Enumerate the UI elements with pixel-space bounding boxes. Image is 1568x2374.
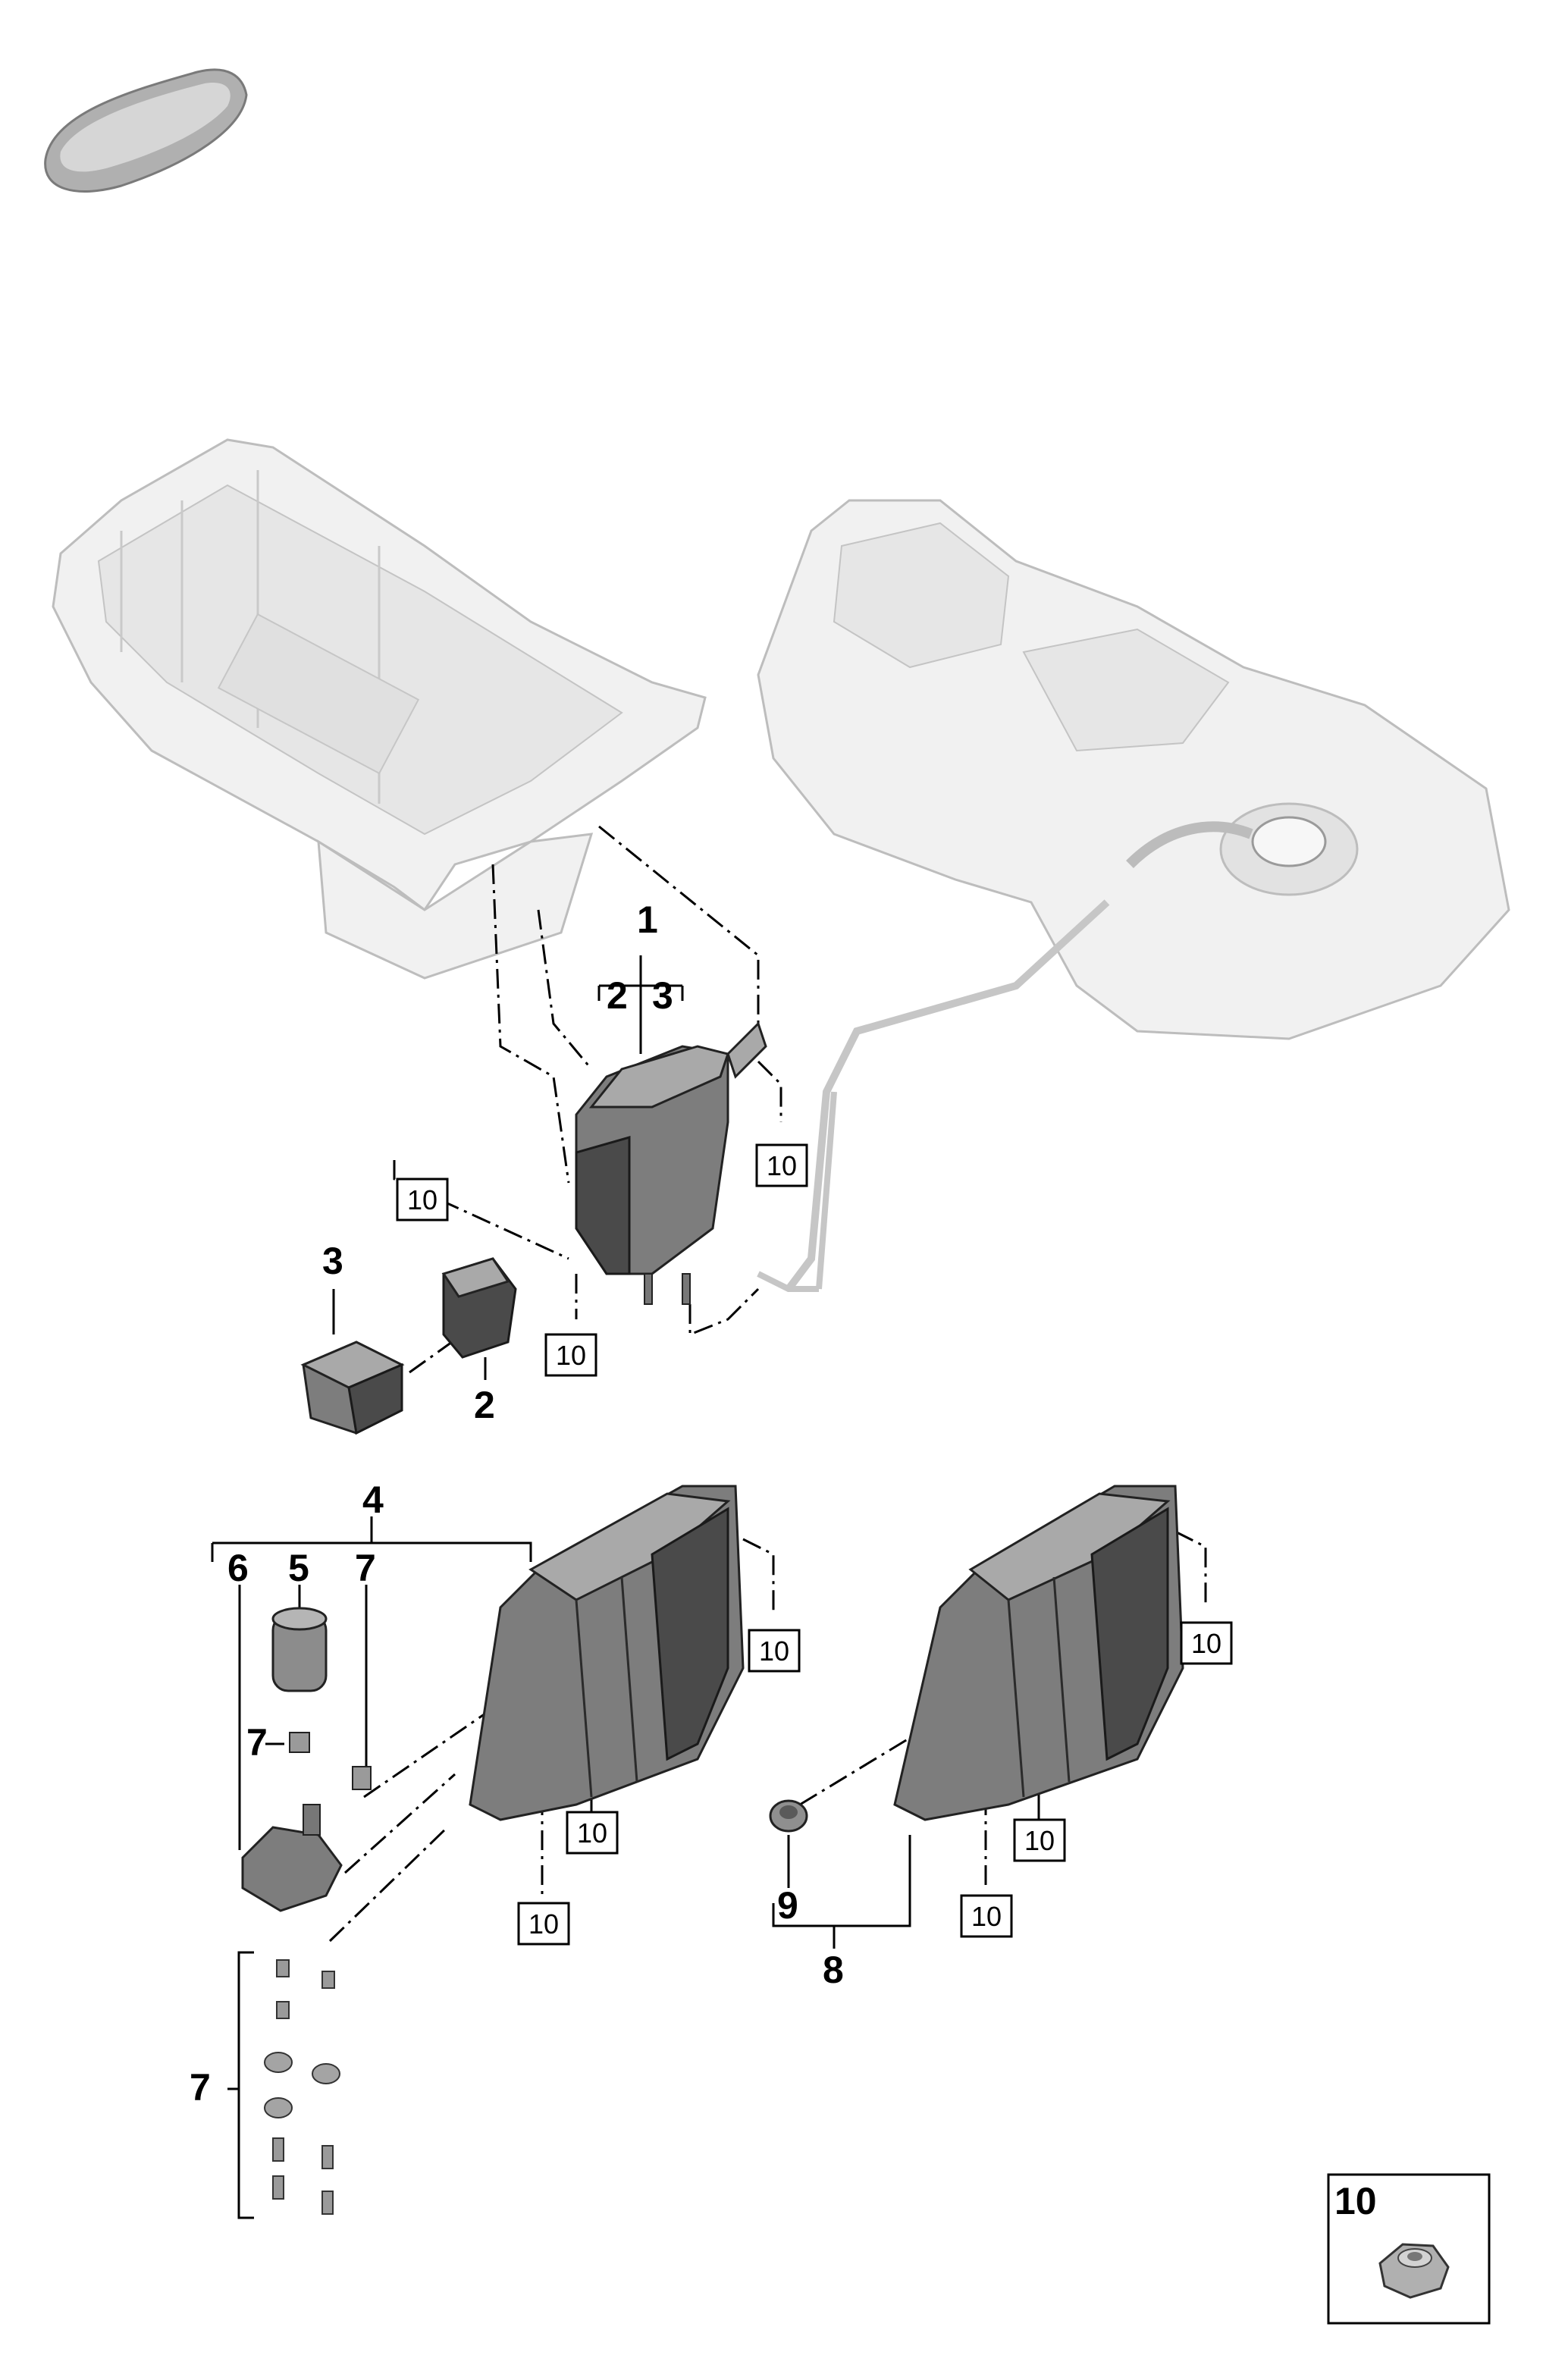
ref-box: 10 (1180, 1621, 1233, 1665)
callout-5: 5 (288, 1547, 309, 1589)
ref-box: 10 (544, 1333, 597, 1377)
carbon-canister-large-alt (893, 1485, 1184, 1821)
callout-7-fasteners: 7 (190, 2066, 211, 2109)
svg-text:10: 10 (556, 1340, 586, 1371)
callout-2: 2 (607, 974, 628, 1017)
ref-box: 10 (960, 1894, 1013, 1938)
callout-9: 9 (777, 1884, 798, 1927)
callout-3-housing: 3 (322, 1240, 343, 1282)
callout-8: 8 (823, 1949, 844, 1991)
ref-box: 10 (396, 1178, 449, 1221)
callout-7-upper: 7 (355, 1547, 376, 1589)
callout-3: 3 (652, 974, 673, 1017)
fuel-tank (757, 499, 1510, 1292)
legend-number: 10 (1334, 2180, 1377, 2222)
ref-box: 10 (755, 1143, 808, 1187)
luggage-tub (52, 438, 707, 980)
valve-cylinder (271, 1607, 328, 1753)
callout-4: 4 (362, 1479, 384, 1521)
svg-text:10: 10 (971, 1901, 1002, 1932)
callout-2-filter: 2 (474, 1384, 495, 1426)
ref-box: 10 (566, 1811, 619, 1855)
nut-icon (1378, 2243, 1450, 2299)
svg-text:10: 10 (577, 1817, 607, 1849)
callout-6: 6 (227, 1547, 249, 1589)
svg-text:10: 10 (759, 1635, 789, 1667)
ref-box: 10 (517, 1902, 570, 1946)
svg-text:10: 10 (528, 1908, 559, 1940)
legend-box: 10 (1327, 2173, 1491, 2325)
filter-element (441, 1257, 517, 1359)
fastener-set (264, 1959, 340, 2215)
svg-text:10: 10 (767, 1150, 797, 1181)
plug-cap (769, 1799, 808, 1833)
carbon-canister (575, 1021, 767, 1305)
ref-box: 10 (1013, 1818, 1066, 1862)
valve-body (241, 1766, 372, 1912)
ref-box: 10 (748, 1629, 801, 1673)
svg-text:10: 10 (1191, 1628, 1221, 1659)
svg-text:10: 10 (1024, 1825, 1055, 1856)
vehicle-silhouette-icon (44, 68, 248, 193)
callout-7-middle: 7 (246, 1721, 268, 1764)
svg-text:10: 10 (407, 1184, 437, 1215)
filter-housing (300, 1341, 405, 1435)
carbon-canister-large (469, 1485, 745, 1821)
callout-1: 1 (637, 898, 658, 941)
